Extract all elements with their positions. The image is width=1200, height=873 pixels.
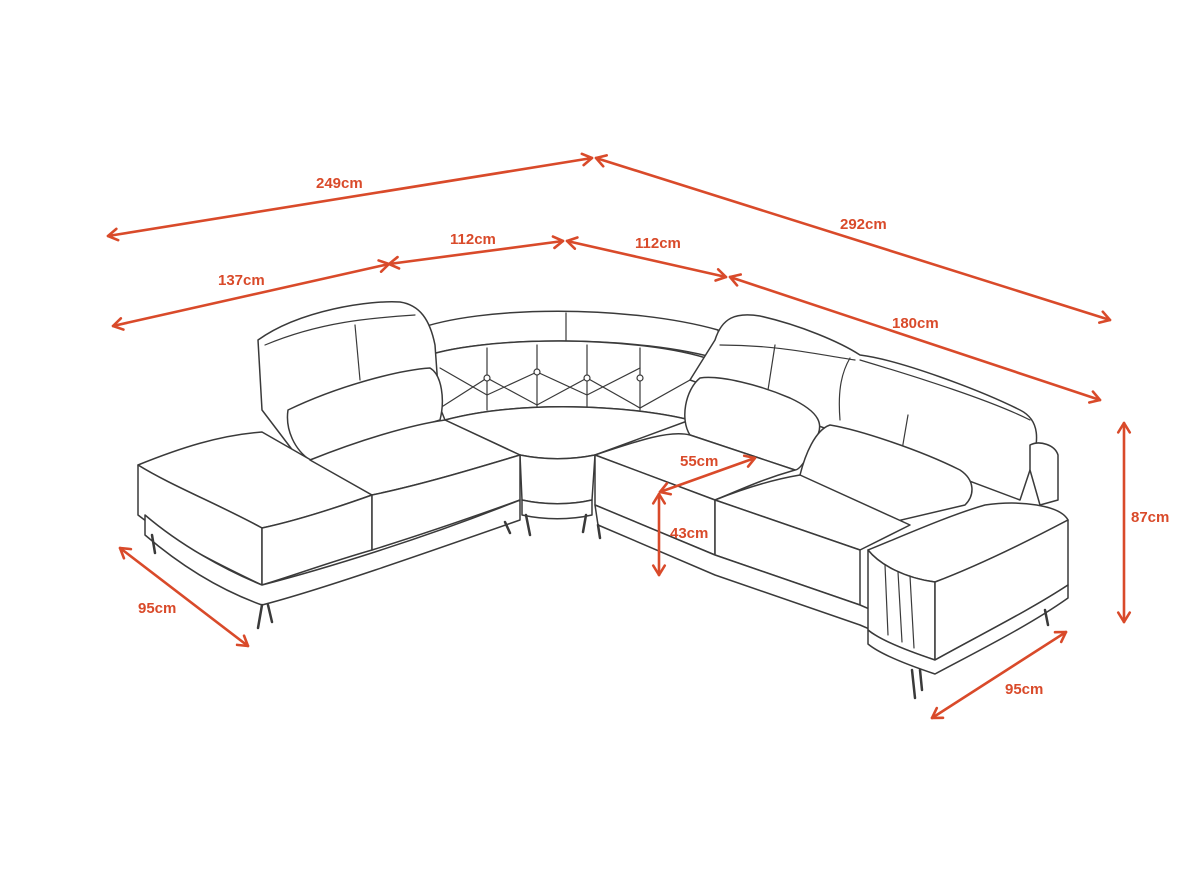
- arrow-depth-right: [930, 630, 1068, 720]
- right-seat-2: [714, 474, 911, 551]
- label-seat-depth: 55cm: [680, 453, 718, 470]
- left-back-cushion: [286, 367, 443, 461]
- label-total-right: 292cm: [840, 216, 887, 233]
- arrow-total-right: [594, 154, 1112, 324]
- arrow-total-left: [106, 152, 594, 242]
- right-side-back: [1029, 442, 1059, 506]
- label-total-height: 87cm: [1131, 509, 1169, 526]
- right-arm-base: [867, 584, 1069, 675]
- label-corner-left: 112cm: [450, 231, 496, 248]
- label-total-left: 249cm: [316, 175, 363, 192]
- label-depth-left: 95cm: [138, 600, 176, 617]
- arrow-corner-left: [387, 235, 565, 270]
- label-corner-right: 112cm: [635, 235, 681, 252]
- arrow-corner-right: [565, 236, 728, 282]
- corner-base: [521, 499, 593, 520]
- corner-seat-front: [519, 454, 596, 505]
- label-depth-right: 95cm: [1005, 681, 1043, 698]
- left-base: [144, 499, 521, 606]
- right-back-panel: [689, 314, 1038, 501]
- label-right-section: 180cm: [892, 315, 939, 332]
- tufting-pattern: [439, 344, 691, 411]
- corner-sofa-outline: [137, 301, 1069, 700]
- dimension-annotations: [106, 152, 1132, 720]
- arrow-right-section: [728, 273, 1102, 404]
- arrow-seat-depth: [658, 454, 757, 496]
- arrow-total-height: [1116, 421, 1132, 624]
- arrow-depth-left: [118, 546, 250, 648]
- arrow-seat-height: [651, 492, 667, 577]
- label-seat-height: 43cm: [670, 525, 708, 542]
- label-left-section: 137cm: [218, 272, 265, 289]
